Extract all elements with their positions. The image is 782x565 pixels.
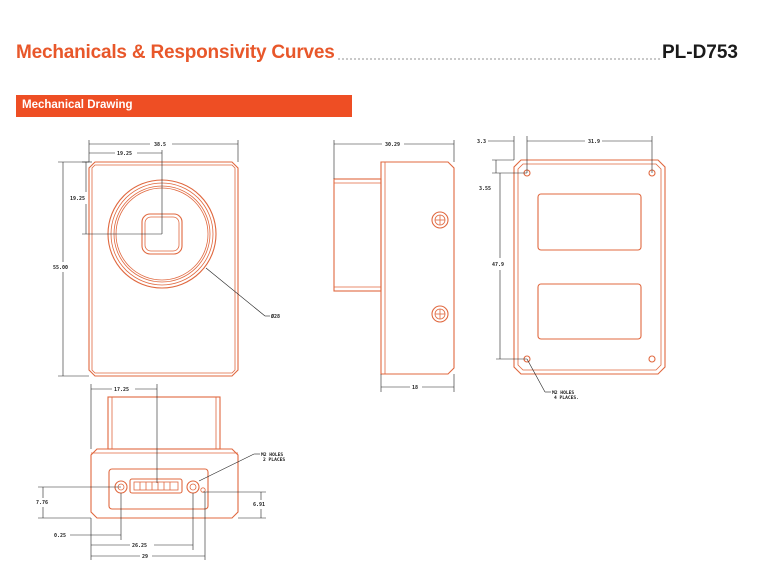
section-label: Mechanical Drawing: [22, 99, 133, 111]
dim-bottom-height-right: 6.91: [253, 502, 265, 508]
back-label-bottom: [537, 283, 642, 340]
front-body-outline: [88, 161, 239, 377]
bottom-screw-right: [186, 480, 200, 494]
dim-side-depth: 30.29: [385, 142, 400, 148]
back-mount-holes: [523, 169, 656, 363]
dim-front-width: 38.5: [154, 142, 166, 148]
section-bar: Mechanical Drawing: [16, 95, 352, 117]
front-body-inner: [91, 164, 236, 374]
dim-side-body: 18: [412, 385, 418, 391]
side-body-outline: [380, 161, 455, 375]
dim-bottom-total: 29: [142, 554, 148, 560]
dim-front-diameter: Ø28: [270, 313, 280, 320]
dim-back-hole-span-x: 31.9: [588, 139, 600, 145]
side-lens-mount: [333, 178, 382, 292]
page-title: Mechanicals & Responsivity Curves: [16, 42, 335, 63]
bottom-hole-note-2: 2 PLACES: [263, 457, 285, 463]
bottom-lens-mount: [107, 396, 221, 450]
back-body-inner: [517, 163, 662, 371]
dim-back-offset-x: 3.3: [477, 139, 486, 145]
bottom-body-outline: [90, 448, 239, 519]
back-body-outline: [513, 159, 666, 375]
bottom-hole-note-1: M2 HOLES: [261, 452, 283, 458]
dim-front-height: 55.00: [53, 265, 68, 271]
dim-bottom-center: 17.25: [114, 387, 129, 393]
back-view: 3.3 31.9 3.55 47.9 M2 HOLES 4 PLACES.: [477, 136, 666, 401]
dim-front-center-y: 19.25: [70, 196, 85, 202]
model-name: PL-D753: [661, 42, 738, 63]
bottom-small-hole: [200, 487, 206, 493]
side-screw-top: [431, 211, 449, 229]
bottom-view: 17.25 M2 HOLES 2 PLACES 7.76 6.91 0.25 2…: [36, 384, 285, 560]
dim-back-offset-y: 3.55: [479, 186, 491, 192]
page-header: Mechanicals & Responsivity Curves PL-D75…: [16, 38, 738, 68]
front-view: 38.5 19.25 19.25 55.00 Ø28: [53, 140, 280, 377]
header-dotted-leader: [338, 58, 660, 60]
bottom-connector-panel: [108, 468, 209, 510]
back-hole-note-1: M2 HOLES: [552, 390, 574, 396]
dim-bottom-offset-left: 0.25: [54, 533, 66, 539]
dim-bottom-height-left: 7.76: [36, 500, 48, 506]
back-hole-note-2: 4 PLACES.: [554, 395, 579, 401]
bottom-connector: [129, 478, 183, 494]
side-screw-bottom: [431, 305, 449, 323]
dim-front-center-x: 19.25: [117, 151, 132, 157]
dim-bottom-hole-span: 26.25: [132, 543, 147, 549]
side-view: 30.29 18: [333, 140, 455, 392]
back-label-top: [537, 193, 642, 251]
dim-back-hole-span-y: 47.9: [492, 262, 504, 268]
